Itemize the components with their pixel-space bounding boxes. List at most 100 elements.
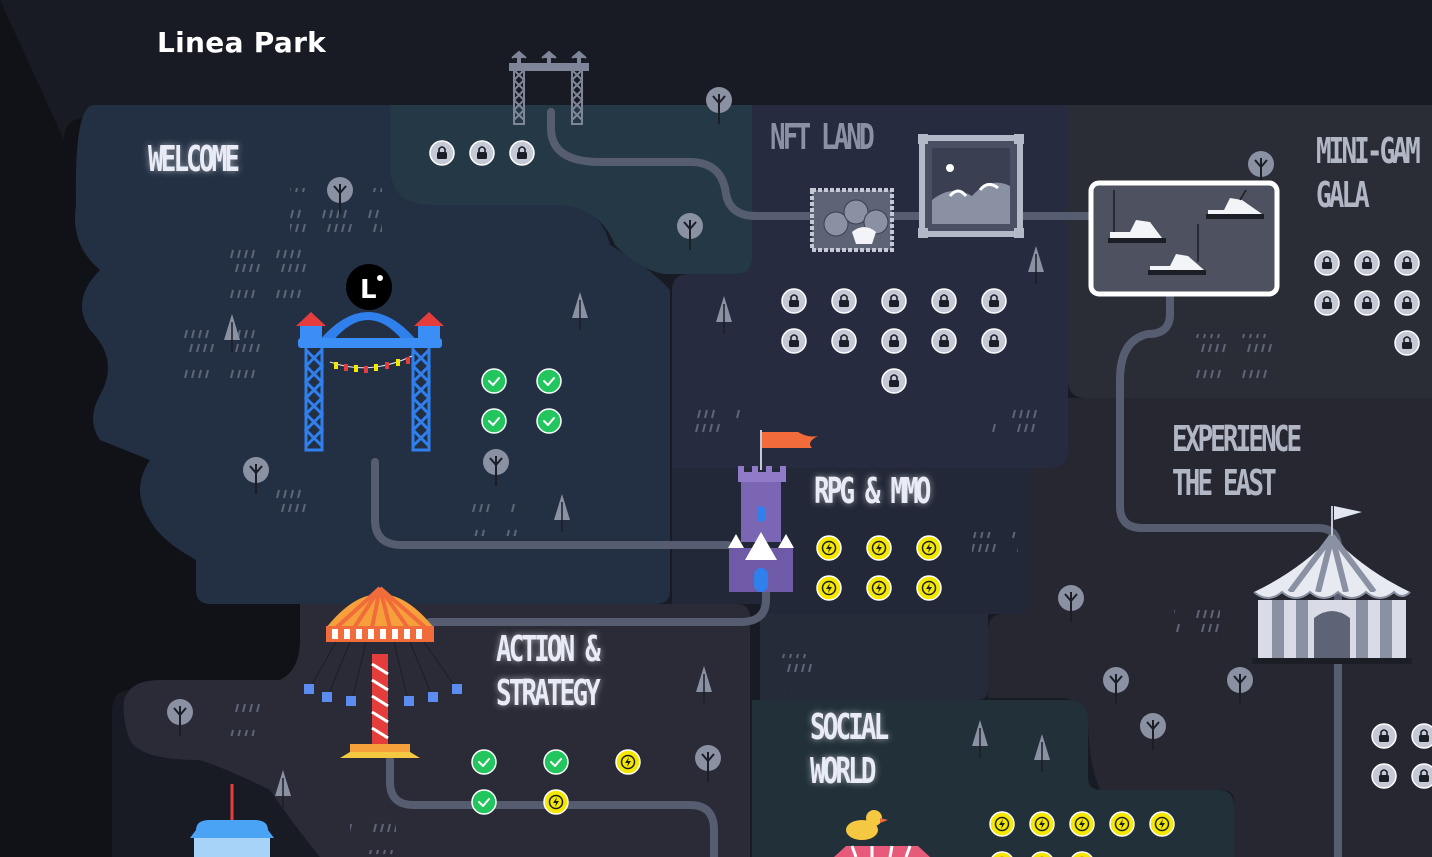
- level-locked-padlock-icon[interactable]: [881, 288, 907, 314]
- zone-social-world-line2: WORLD: [810, 751, 877, 792]
- level-locked-padlock-icon[interactable]: [509, 140, 535, 166]
- grass-patch: [230, 248, 322, 298]
- bumper-car-icon: [1108, 190, 1166, 243]
- level-active-bolt-icon[interactable]: [989, 811, 1015, 837]
- app-title: Linea Park: [157, 26, 327, 59]
- round-tree-icon: [706, 87, 732, 124]
- zone-rpg-lower: [760, 614, 988, 700]
- round-tree-icon: [1248, 151, 1274, 188]
- level-locked-padlock-icon[interactable]: [1411, 763, 1432, 789]
- level-active-bolt-icon[interactable]: [1149, 811, 1175, 837]
- level-locked-padlock-icon[interactable]: [1371, 763, 1397, 789]
- level-active-bolt-icon[interactable]: [1029, 811, 1055, 837]
- zone-experience-east-line1: EXPERIENCE: [1172, 419, 1302, 460]
- level-locked-padlock-icon[interactable]: [1371, 723, 1397, 749]
- pine-tree-icon: [696, 666, 712, 704]
- pylon-tower-icon: [509, 50, 589, 125]
- zone-welcome-label[interactable]: WELCOME: [148, 139, 240, 180]
- zone-mini-games-line2: GALA: [1316, 175, 1370, 216]
- level-locked-padlock-icon[interactable]: [981, 288, 1007, 314]
- pine-tree-icon: [224, 314, 240, 352]
- level-locked-padlock-icon[interactable]: [1411, 723, 1432, 749]
- level-locked-padlock-icon[interactable]: [781, 328, 807, 354]
- level-active-bolt-icon[interactable]: [1109, 811, 1135, 837]
- level-active-bolt-icon[interactable]: [615, 749, 641, 775]
- level-completed-check-icon[interactable]: [481, 408, 507, 434]
- zone-welcome-area: [75, 105, 670, 604]
- level-locked-padlock-icon[interactable]: [831, 328, 857, 354]
- nft-stamp-frame-icon: [810, 188, 894, 252]
- level-locked-padlock-icon[interactable]: [881, 368, 907, 394]
- grass-patch: [972, 532, 1018, 568]
- level-locked-padlock-icon[interactable]: [1314, 290, 1340, 316]
- level-active-bolt-icon[interactable]: [916, 575, 942, 601]
- pine-tree-icon: [1034, 734, 1050, 772]
- pine-tree-icon: [1028, 246, 1044, 284]
- round-tree-icon: [167, 699, 193, 736]
- round-tree-icon: [677, 213, 703, 250]
- level-active-bolt-icon[interactable]: [866, 575, 892, 601]
- level-locked-padlock-icon[interactable]: [429, 140, 455, 166]
- grass-patch: [768, 654, 814, 690]
- level-locked-padlock-icon[interactable]: [1354, 250, 1380, 276]
- zone-social-world-line1: SOCIAL: [810, 707, 889, 748]
- linea-logo-letter: L: [360, 275, 377, 305]
- level-active-bolt-icon[interactable]: [816, 575, 842, 601]
- level-active-bolt-icon[interactable]: [543, 789, 569, 815]
- level-completed-check-icon[interactable]: [543, 749, 569, 775]
- pine-tree-icon: [554, 494, 570, 532]
- level-active-bolt-icon[interactable]: [916, 535, 942, 561]
- pine-tree-icon: [572, 292, 588, 330]
- grass-patch: [260, 486, 306, 522]
- round-tree-icon: [695, 745, 721, 782]
- zone-nft-land-label[interactable]: NFT LAND: [770, 117, 875, 158]
- zone-mini-games-line1: MINI-GAM: [1316, 131, 1421, 172]
- level-active-bolt-icon[interactable]: [1069, 811, 1095, 837]
- round-tree-icon: [1103, 667, 1129, 704]
- zone-action-strategy-line1: ACTION &: [496, 629, 601, 670]
- round-tree-icon: [483, 449, 509, 486]
- observation-tower-icon: [190, 784, 274, 857]
- round-tree-icon: [327, 177, 353, 214]
- level-locked-padlock-icon[interactable]: [881, 328, 907, 354]
- grass-patch: [228, 700, 274, 736]
- level-locked-padlock-icon[interactable]: [1394, 290, 1420, 316]
- grass-patch: [350, 818, 396, 854]
- level-completed-check-icon[interactable]: [536, 368, 562, 394]
- bumper-cars-card[interactable]: [1088, 180, 1280, 297]
- pine-tree-icon: [716, 296, 732, 334]
- level-locked-padlock-icon[interactable]: [931, 328, 957, 354]
- level-completed-check-icon[interactable]: [481, 368, 507, 394]
- grass-patch: [472, 500, 518, 536]
- bumper-car-icon: [1206, 189, 1264, 219]
- level-locked-padlock-icon[interactable]: [1314, 250, 1340, 276]
- level-active-bolt-icon[interactable]: [990, 851, 1014, 857]
- grass-patch: [992, 406, 1038, 442]
- nft-painting-frame-icon: [918, 134, 1024, 238]
- level-locked-padlock-icon[interactable]: [981, 328, 1007, 354]
- zone-rpg-mmo-label[interactable]: RPG & MMO: [814, 471, 931, 512]
- level-active-bolt-icon[interactable]: [1070, 851, 1094, 857]
- level-completed-check-icon[interactable]: [536, 408, 562, 434]
- level-locked-padlock-icon[interactable]: [1394, 250, 1420, 276]
- level-locked-padlock-icon[interactable]: [831, 288, 857, 314]
- level-active-bolt-icon[interactable]: [816, 535, 842, 561]
- level-locked-padlock-icon[interactable]: [469, 140, 495, 166]
- level-completed-check-icon[interactable]: [471, 789, 497, 815]
- level-locked-padlock-icon[interactable]: [1354, 290, 1380, 316]
- level-active-bolt-icon[interactable]: [866, 535, 892, 561]
- level-active-bolt-icon[interactable]: [1030, 851, 1054, 857]
- linea-logo-dot: [377, 275, 383, 281]
- round-tree-icon: [1140, 713, 1166, 750]
- level-locked-padlock-icon[interactable]: [1394, 330, 1420, 356]
- grass-patch: [1174, 610, 1220, 646]
- castle-tower-icon: [728, 430, 818, 592]
- level-locked-padlock-icon[interactable]: [931, 288, 957, 314]
- zone-action-strategy-line2: STRATEGY: [496, 673, 601, 714]
- level-locked-padlock-icon[interactable]: [781, 288, 807, 314]
- zone-experience-east-line2: THE EAST: [1172, 463, 1277, 504]
- level-completed-check-icon[interactable]: [471, 749, 497, 775]
- grass-patch: [694, 406, 740, 442]
